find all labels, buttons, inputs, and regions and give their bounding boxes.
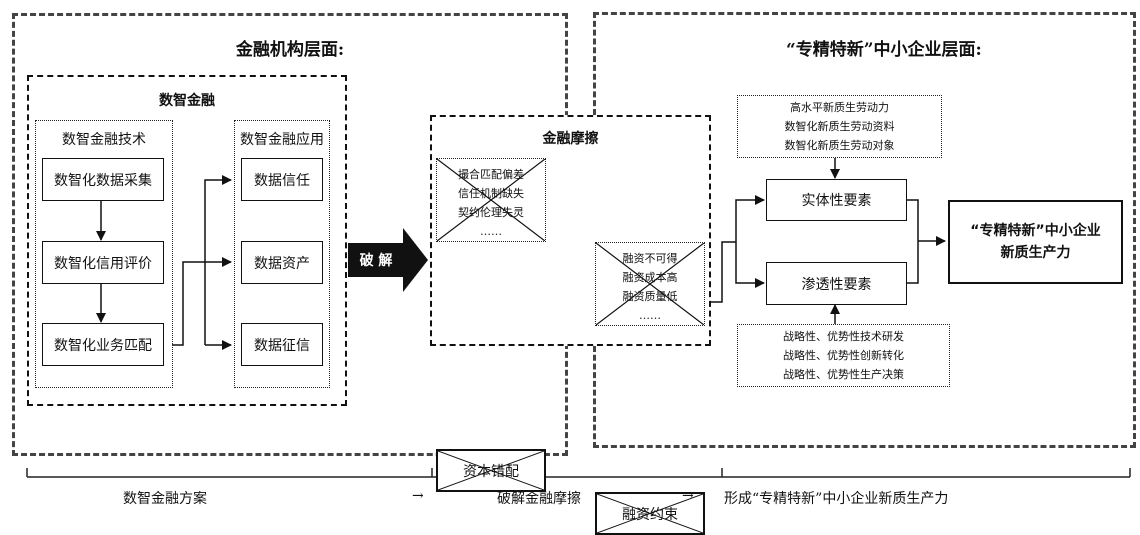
tech-step-collect: 数智化数据采集 [42, 158, 164, 201]
sme-panel-left-border-bottom [593, 346, 596, 448]
penetrating-factor-box: 渗透性要素 [766, 262, 907, 305]
application-title: 数智金融应用 [240, 132, 324, 148]
timeline-arrow-1: → [412, 488, 424, 504]
arrow-constraint-to-factors [710, 241, 736, 303]
outcome-line-2: 新质生产力 [1000, 245, 1071, 261]
top-input-1: 高水平新质生劳动力 [790, 101, 889, 114]
timeline-stage-3: 形成“专精特新”中小企业新质生产力 [724, 491, 949, 507]
left-cause-2: 信任机制缺失 [458, 187, 524, 200]
sme-panel-left-border-top [593, 12, 596, 115]
left-cause-1: 撮合匹配偏差 [458, 168, 524, 181]
new-quality-productivity-box: “专精特新”中小企业 新质生产力 [948, 200, 1123, 284]
arrow-to-penetrating-factor [735, 242, 765, 288]
arrow-to-trust [204, 175, 232, 345]
tech-title: 数智金融技术 [62, 132, 146, 148]
break-arrow-label: 破 解 [359, 253, 393, 269]
tech-step-match: 数智化业务匹配 [42, 323, 164, 366]
financial-institution-title: 金融机构层面: [235, 40, 345, 60]
timeline-stage-2: 破解金融摩擦 [497, 491, 581, 507]
application-box [234, 120, 330, 388]
friction-title: 金融摩擦 [542, 131, 599, 147]
top-input-2: 数智化新质生劳动资料 [784, 120, 895, 133]
tech-step-evaluate: 数智化信用评价 [42, 241, 164, 284]
outcome-line-1: “专精特新”中小企业 [970, 223, 1101, 239]
sme-panel-title: “专精特新”中小企业层面: [786, 40, 982, 60]
left-cause-3: 契约伦理失灵 [458, 206, 524, 219]
arrow-match-to-asset [172, 257, 232, 346]
bottom-input-3: 战略性、优势性生产决策 [783, 368, 904, 381]
sme-panel [593, 12, 1136, 448]
bottom-input-2: 战略性、优势性创新转化 [783, 349, 904, 362]
timeline-stage-1: 数智金融方案 [123, 491, 207, 507]
application-credit: 数据征信 [241, 323, 323, 366]
capital-misallocation-label: 资本错配 [463, 463, 519, 480]
financing-constraint-label: 融资约束 [622, 506, 678, 523]
digital-finance-title: 数智金融 [159, 93, 215, 109]
bottom-input-1: 战略性、优势性技术研发 [783, 330, 904, 343]
digital-finance-box [27, 75, 347, 406]
break-arrow-shape [348, 228, 428, 292]
timeline-arrow-2: → [682, 488, 694, 504]
bottom-inputs-box: 战略性、优势性技术研发 战略性、优势性创新转化 战略性、优势性生产决策 [737, 324, 950, 387]
arrow-to-entity-factor [735, 195, 765, 242]
top-input-3: 数智化新质生劳动对象 [784, 139, 895, 152]
application-asset: 数据资产 [241, 241, 323, 284]
application-trust: 数据信任 [241, 158, 323, 201]
entity-factor-box: 实体性要素 [766, 179, 907, 221]
capital-misallocation-box: 资本错配 [436, 449, 546, 492]
top-inputs-box: 高水平新质生劳动力 数智化新质生劳动资料 数智化新质生劳动对象 [737, 95, 942, 158]
left-causes-box: 撮合匹配偏差 信任机制缺失 契约伦理失灵 …… [436, 158, 546, 242]
left-cause-more: …… [480, 225, 502, 238]
tech-box [35, 120, 173, 388]
